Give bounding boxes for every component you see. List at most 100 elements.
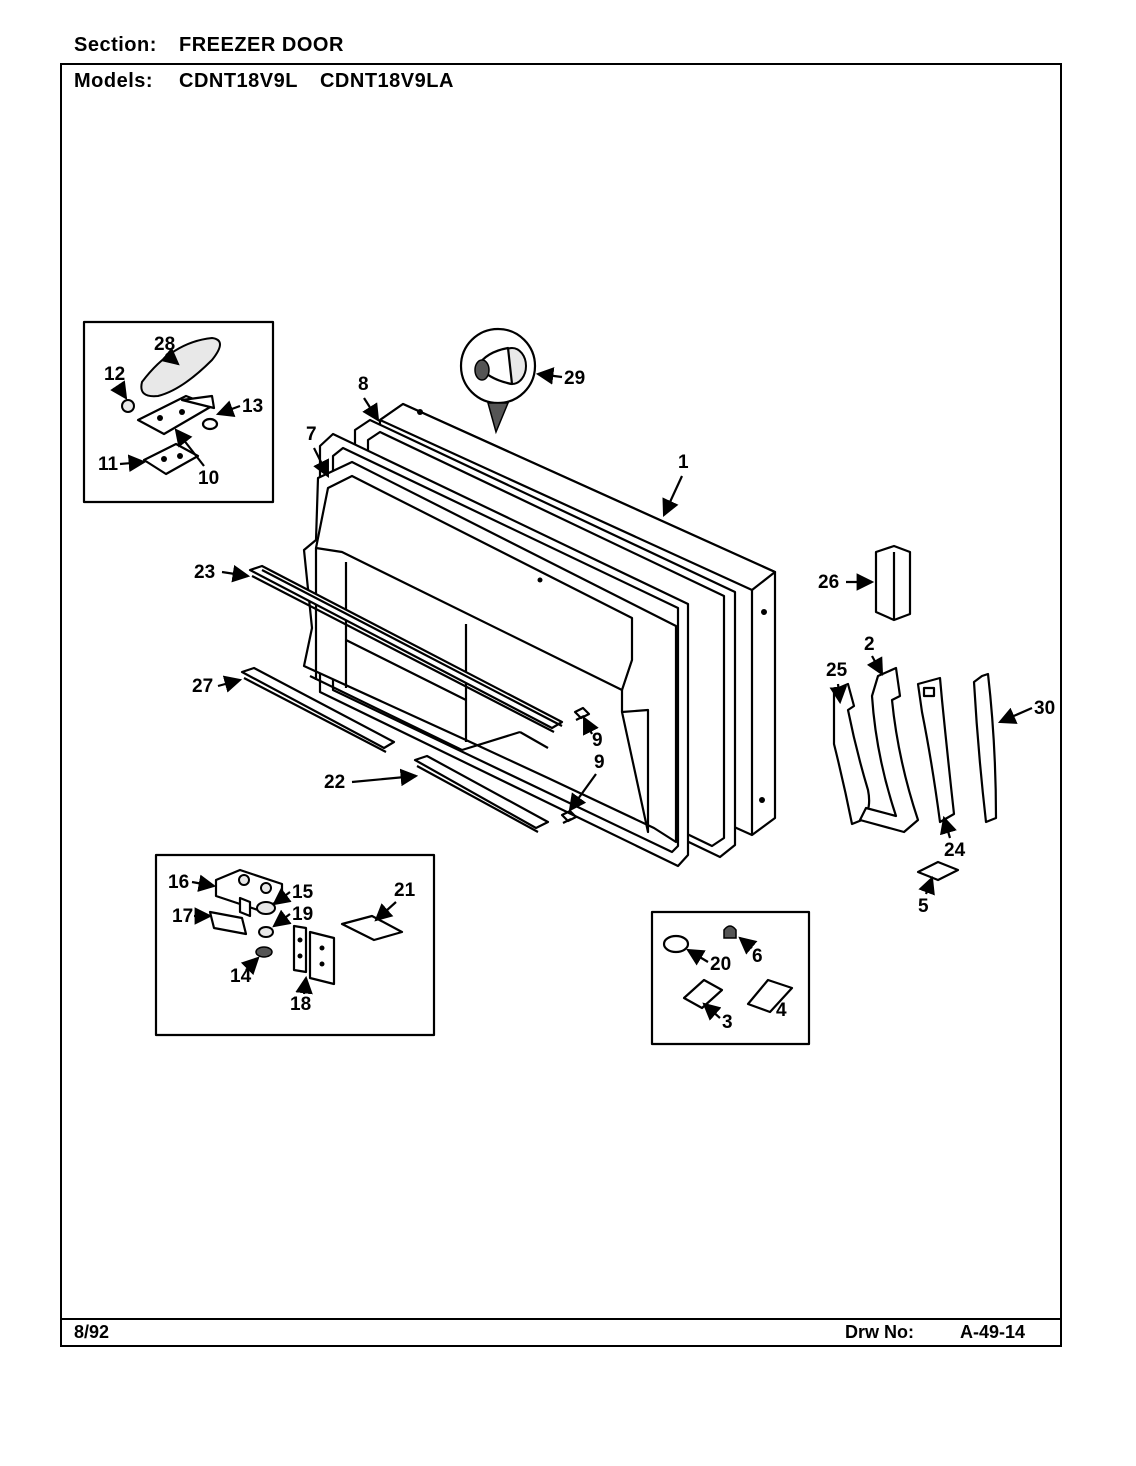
screw [121,399,135,413]
svg-text:16: 16 [168,872,189,893]
hinge-bracket-flat [340,914,404,942]
svg-text:11: 11 [98,454,119,475]
svg-text:9: 9 [594,752,605,773]
callout: 30 [997,698,1055,724]
svg-text:22: 22 [324,772,345,793]
callout: 7 [306,424,329,478]
hinge-cover-left [682,978,724,1010]
callout: 26 [818,572,875,593]
drawing-number: A-49-14 [960,1322,1026,1342]
svg-text:6: 6 [752,946,763,967]
hinge-bracket [214,868,284,918]
svg-text:13: 13 [242,396,263,417]
hinge-plate-lower [292,924,336,986]
svg-text:9: 9 [592,730,603,751]
svg-text:21: 21 [394,880,416,901]
callout: 4 [776,1000,787,1021]
handle-bracket-left [832,682,871,826]
callout: 11 [98,454,147,475]
rail-clip [560,706,591,824]
callout: 15 [272,882,314,906]
svg-text:15: 15 [292,882,314,903]
hinge-hardware-inset-box [154,853,436,1037]
callout: 18 [290,975,313,1015]
callout: 25 [826,660,848,705]
footer-divider [60,1318,1062,1320]
callout: 20 [686,948,731,975]
callout: 9 [583,716,603,751]
door-handle [972,672,998,824]
drawing-date: 8/92 [74,1322,110,1342]
svg-text:12: 12 [104,364,125,385]
callout: 28 [154,334,180,366]
models-label: Models: [74,70,154,92]
callout: 17 [172,906,213,927]
hinge-cover [140,336,221,398]
svg-text:23: 23 [194,562,215,583]
svg-text:19: 19 [292,904,313,925]
callout: 6 [738,936,763,967]
callout: 24 [939,815,966,861]
hinge-cover-right [746,978,794,1014]
models-heading: Models: CDNT18V9L CDNT18V9LA [74,70,476,93]
section-heading: Section: FREEZER DOOR [74,34,366,57]
callout: 27 [192,675,243,697]
model-number: CDNT18V9LA [319,70,454,92]
callout: 23 [194,562,251,583]
nut [723,925,737,939]
callout: 13 [215,396,263,418]
svg-text:7: 7 [306,424,317,445]
callout: 3 [702,1002,733,1033]
svg-text:20: 20 [710,954,731,975]
handle-bracket-right [916,676,956,824]
section-value: FREEZER DOOR [179,34,344,56]
callout: 19 [272,904,313,928]
svg-text:29: 29 [564,368,585,389]
svg-text:10: 10 [198,468,219,489]
hinge-washer [258,926,274,938]
handle-cap [874,544,912,622]
svg-text:28: 28 [154,334,175,355]
svg-text:25: 25 [826,660,848,681]
svg-text:1: 1 [678,452,689,473]
svg-text:3: 3 [722,1012,733,1033]
callout: 16 [168,872,217,893]
callout: 21 [374,880,416,922]
callout: 9 [568,752,605,812]
hinge-shim [142,442,200,476]
drawing-frame [60,63,1062,1347]
model-number: CDNT18V9L [179,70,298,92]
callout: 29 [535,367,585,389]
svg-text:8: 8 [358,374,369,395]
hinge-washer [256,901,276,915]
handle-spacer [916,860,960,882]
svg-text:18: 18 [290,994,311,1015]
cap-plug [662,934,690,954]
svg-text:27: 27 [192,676,213,697]
callout: 14 [230,956,260,987]
callout: 22 [324,768,419,793]
fastener-inset-box [650,910,811,1046]
callout: 2 [864,634,884,676]
handle-bracket-center [858,666,920,834]
svg-text:26: 26 [818,572,839,593]
callout: 10 [174,428,219,489]
svg-text:30: 30 [1034,698,1055,719]
section-label: Section: [74,34,157,56]
upper-shelf-rail [248,564,564,733]
hinge-spacer [208,910,248,936]
callout: 8 [358,374,380,422]
hinge-plate [136,394,216,436]
door-liner [302,460,678,844]
lower-shelf-rail [240,666,396,753]
washer [201,417,219,431]
door-plug [459,327,537,435]
bottom-rail [413,754,550,833]
hinge-pin [255,946,273,958]
callout: 12 [104,364,128,400]
drawing-number-label: Drw No: [845,1322,914,1342]
svg-text:5: 5 [918,896,929,917]
svg-text:24: 24 [944,840,966,861]
callout: 1 [662,452,689,517]
